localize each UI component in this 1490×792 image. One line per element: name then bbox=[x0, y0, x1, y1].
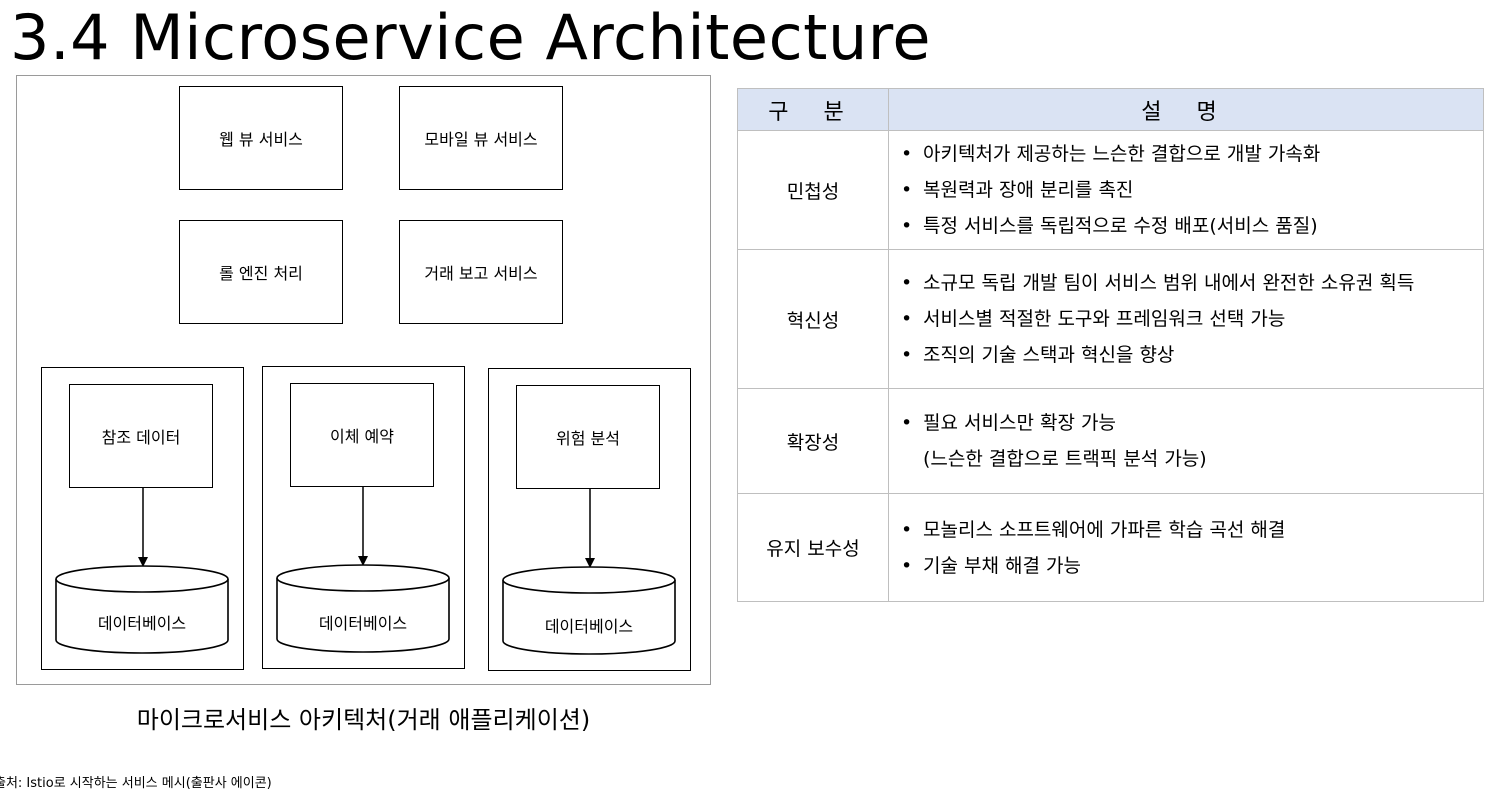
database-label: 데이터베이스 bbox=[544, 617, 634, 636]
database-cylinder bbox=[502, 566, 676, 655]
database-label: 데이터베이스 bbox=[318, 614, 408, 633]
row-category: 혁신성 bbox=[737, 249, 889, 389]
row-description: 아키텍처가 제공하는 느슨한 결합으로 개발 가속화 복원력과 장애 분리를 촉… bbox=[888, 130, 1484, 250]
web-view-service-box: 웹 뷰 서비스 bbox=[179, 86, 343, 190]
row-description: 필요 서비스만 확장 가능 (느슨한 결합으로 트랙픽 분석 가능) bbox=[888, 388, 1484, 494]
bullet-continuation: (느슨한 결합으로 트랙픽 분석 가능) bbox=[923, 448, 1207, 470]
microservice-group-transfer-reservation: 이체 예약 데이터베이스 bbox=[262, 366, 465, 669]
bullet-item: 서비스별 적절한 도구와 프레임워크 선택 가능 bbox=[899, 301, 1483, 337]
architecture-diagram: 웹 뷰 서비스 모바일 뷰 서비스 롤 엔진 처리 거래 보고 서비스 참조 데… bbox=[16, 75, 711, 685]
reference-data-service-box: 참조 데이터 bbox=[69, 384, 213, 488]
arrow-connector bbox=[585, 489, 595, 568]
comparison-table: 구 분 설 명 민첩성 아키텍처가 제공하는 느슨한 결합으로 개발 가속화 복… bbox=[737, 88, 1484, 602]
header-category: 구 분 bbox=[737, 88, 889, 131]
rule-engine-box: 롤 엔진 처리 bbox=[179, 220, 343, 324]
database-cylinder bbox=[55, 565, 229, 654]
mobile-view-service-box: 모바일 뷰 서비스 bbox=[399, 86, 563, 190]
microservice-group-reference-data: 참조 데이터 데이터베이스 bbox=[41, 367, 244, 670]
bullet-item: 기술 부채 해결 가능 bbox=[899, 548, 1483, 584]
bullet-item: 필요 서비스만 확장 가능 bbox=[899, 405, 1483, 441]
table-row: 민첩성 아키텍처가 제공하는 느슨한 결합으로 개발 가속화 복원력과 장애 분… bbox=[737, 130, 1484, 250]
arrow-connector bbox=[138, 488, 148, 567]
transfer-reservation-service-box: 이체 예약 bbox=[290, 383, 434, 487]
microservice-group-risk-analysis: 위험 분석 데이터베이스 bbox=[488, 368, 691, 671]
source-note: 출처: Istio로 시작하는 서비스 메시(출판사 에이콘) bbox=[0, 776, 272, 791]
table-row: 혁신성 소규모 독립 개발 팀이 서비스 범위 내에서 완전한 소유권 획득 서… bbox=[737, 249, 1484, 389]
bullet-item: 특정 서비스를 독립적으로 수정 배포(서비스 품질) bbox=[899, 208, 1483, 244]
database-label: 데이터베이스 bbox=[97, 614, 187, 633]
risk-analysis-service-box: 위험 분석 bbox=[516, 385, 660, 489]
row-category: 확장성 bbox=[737, 388, 889, 494]
header-description: 설 명 bbox=[888, 88, 1484, 131]
row-category: 유지 보수성 bbox=[737, 493, 889, 602]
page-title: 3.4 Microservice Architecture bbox=[10, 1, 932, 74]
bullet-item: 아키텍처가 제공하는 느슨한 결합으로 개발 가속화 bbox=[899, 136, 1483, 172]
row-description: 모놀리스 소프트웨어에 가파른 학습 곡선 해결 기술 부채 해결 가능 bbox=[888, 493, 1484, 602]
bullet-item: 모놀리스 소프트웨어에 가파른 학습 곡선 해결 bbox=[899, 512, 1483, 548]
row-category: 민첩성 bbox=[737, 130, 889, 250]
row-description: 소규모 독립 개발 팀이 서비스 범위 내에서 완전한 소유권 획득 서비스별 … bbox=[888, 249, 1484, 389]
trade-report-service-box: 거래 보고 서비스 bbox=[399, 220, 563, 324]
arrow-connector bbox=[358, 487, 368, 566]
table-row: 유지 보수성 모놀리스 소프트웨어에 가파른 학습 곡선 해결 기술 부채 해결… bbox=[737, 493, 1484, 602]
table-header-row: 구 분 설 명 bbox=[737, 88, 1484, 131]
diagram-caption: 마이크로서비스 아키텍처(거래 애플리케이션) bbox=[136, 706, 591, 734]
table-row: 확장성 필요 서비스만 확장 가능 (느슨한 결합으로 트랙픽 분석 가능) bbox=[737, 388, 1484, 494]
bullet-item: 소규모 독립 개발 팀이 서비스 범위 내에서 완전한 소유권 획득 bbox=[899, 265, 1483, 301]
database-cylinder bbox=[276, 564, 450, 653]
bullet-item: 조직의 기술 스택과 혁신을 향상 bbox=[899, 337, 1483, 373]
bullet-item: 복원력과 장애 분리를 촉진 bbox=[899, 172, 1483, 208]
